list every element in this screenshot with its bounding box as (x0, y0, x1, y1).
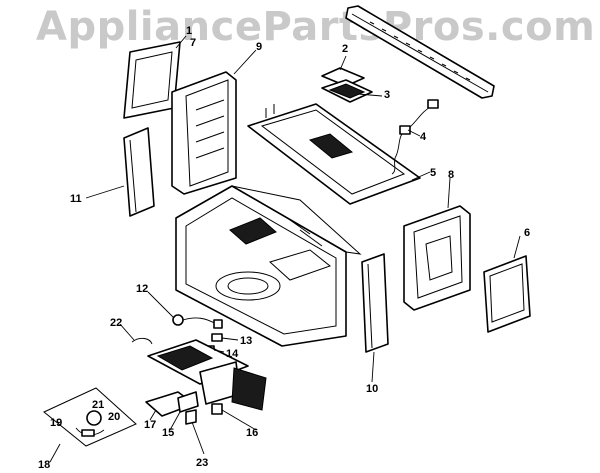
part-1-top-rail (345, 5, 495, 99)
part-13-fuse (211, 333, 223, 342)
part-23-clip (185, 409, 197, 425)
part-11-left-panel (123, 127, 155, 217)
callout-labels: 1 2 3 4 5 6 7 8 9 10 11 12 13 14 15 16 1… (38, 25, 530, 471)
main-cavity (175, 185, 362, 347)
callout-22: 22 (110, 317, 122, 329)
part-3-duct (321, 79, 373, 103)
callout-11: 11 (70, 193, 82, 205)
part-6-panel (483, 255, 531, 333)
part-18-inset (43, 387, 137, 447)
callout-16: 16 (246, 427, 258, 439)
callout-15: 15 (162, 427, 174, 439)
callout-7: 7 (190, 37, 196, 49)
callout-19: 19 (50, 417, 62, 429)
callout-20: 20 (108, 411, 120, 423)
part-8-right-housing (403, 205, 471, 311)
callout-9: 9 (256, 41, 262, 53)
callout-17: 17 (144, 419, 156, 431)
watermark-logo: AppliancePartsPros.com (36, 4, 596, 50)
callout-5: 5 (430, 167, 436, 179)
callout-4: 4 (420, 131, 427, 143)
part-16-sensor (211, 403, 223, 415)
component-assembly (145, 339, 267, 417)
callout-6: 6 (524, 227, 530, 239)
callout-1: 1 (186, 25, 192, 37)
part-12-thermostat (172, 314, 223, 329)
callout-3: 3 (384, 89, 390, 101)
part-5-top-plate (247, 103, 421, 205)
part-7-door-panel (123, 41, 181, 119)
callout-13: 13 (240, 335, 252, 347)
callout-21: 21 (92, 399, 104, 411)
part-22-wire (131, 337, 153, 345)
callout-8: 8 (448, 169, 454, 181)
part-4-wire-harness (391, 99, 439, 175)
part-15-clip (177, 391, 199, 413)
part-10-right-panel (361, 253, 389, 353)
callout-14: 14 (226, 348, 239, 360)
callout-2: 2 (342, 43, 348, 55)
callout-10: 10 (366, 383, 378, 395)
part-9-left-housing (171, 71, 237, 195)
callout-18: 18 (38, 459, 50, 471)
leader-lines (49, 35, 521, 463)
callout-12: 12 (136, 283, 148, 295)
callout-23: 23 (196, 457, 208, 469)
